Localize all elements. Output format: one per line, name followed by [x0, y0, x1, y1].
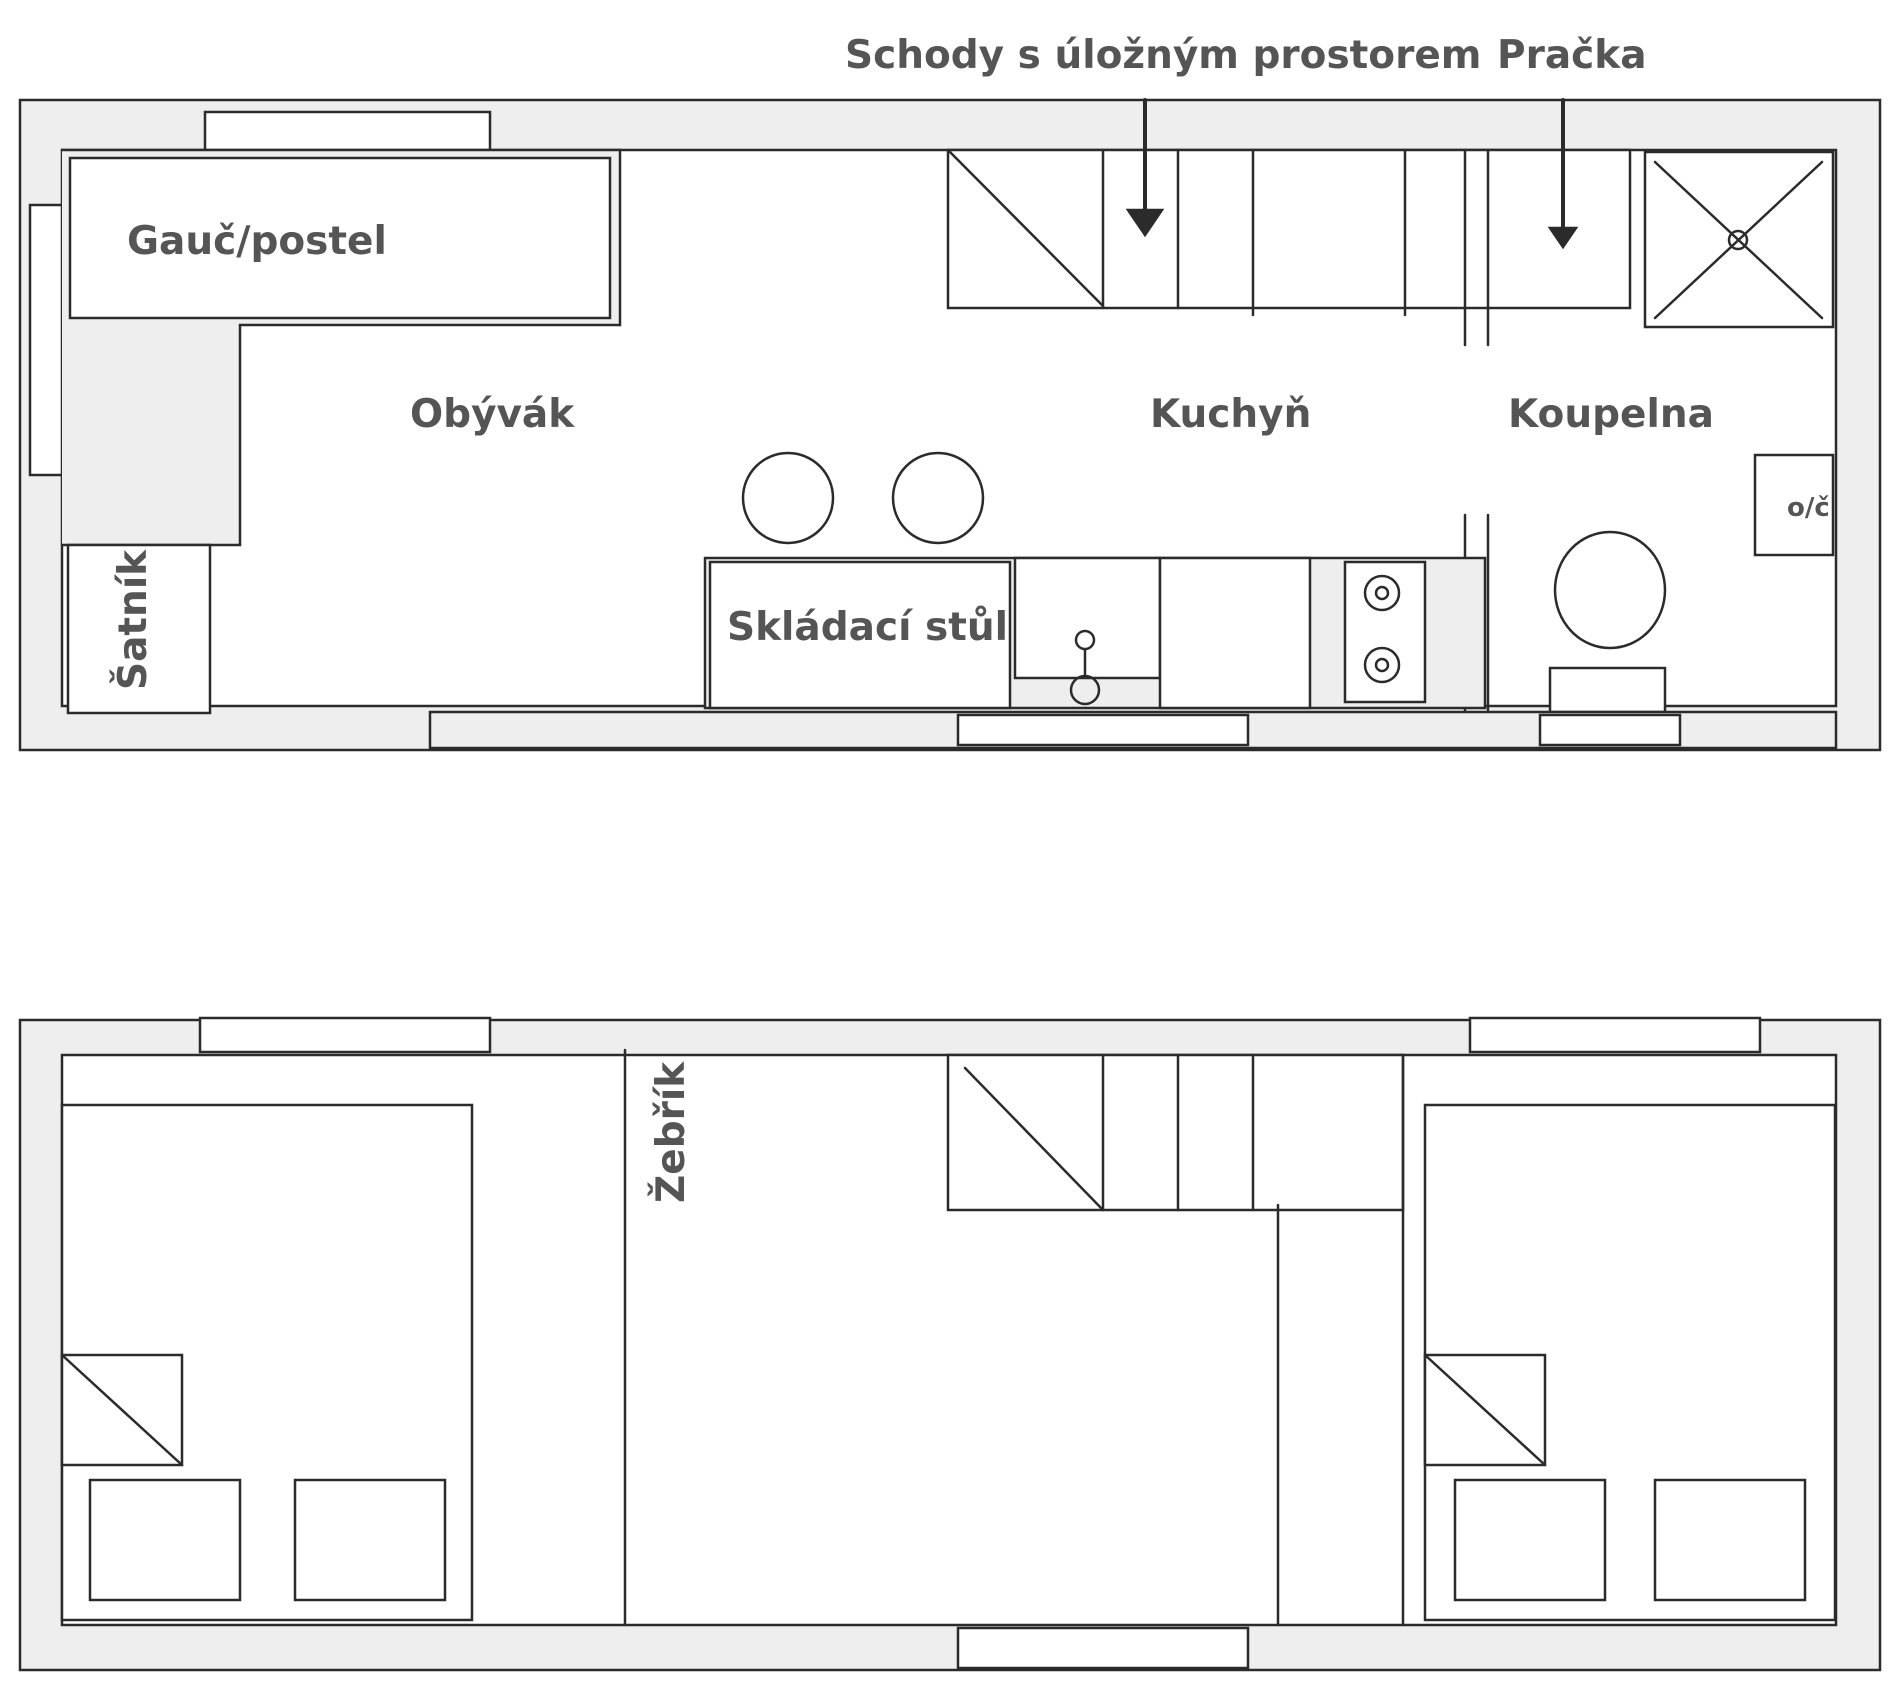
label-toilet: o/č: [1787, 493, 1830, 523]
window-bottom: [956, 713, 1250, 747]
window-bath: [1538, 713, 1682, 747]
bathroom-sink: [1753, 453, 1835, 557]
label-stairs-storage: Schody s úložným prostorem: [845, 33, 1482, 78]
burner-1: [1363, 574, 1401, 612]
ground-floor-plan: [18, 98, 1882, 752]
stool-2: [891, 451, 985, 545]
loft-window-bottom: [956, 1626, 1250, 1670]
stairs-diagonal: [946, 148, 1105, 308]
toilet: [1553, 530, 1667, 650]
loft-stairs: [946, 1053, 1405, 1212]
sink: [1013, 556, 1162, 680]
label-folding-table: Skládací stůl: [727, 605, 1008, 650]
burner-2: [1363, 646, 1401, 684]
pillow-right-1: [1453, 1478, 1607, 1602]
loft-window-right: [1468, 1016, 1762, 1054]
loft-floor-plan: [18, 1016, 1882, 1672]
stairs-storage: [946, 148, 1632, 310]
stove: [1343, 560, 1427, 704]
stool-1: [741, 451, 835, 545]
loft-window-left: [198, 1016, 492, 1054]
label-wardrobe: Šatník: [111, 549, 156, 690]
pillow-left-2: [293, 1478, 447, 1602]
label-ladder: Žebřík: [649, 1061, 694, 1203]
pillow-left-1: [88, 1478, 242, 1602]
label-bathroom: Koupelna: [1508, 392, 1714, 437]
window-top-left: [203, 110, 492, 152]
couch-bed: [68, 156, 612, 320]
folding-table: [708, 560, 1012, 710]
pillow-right-2: [1653, 1478, 1807, 1602]
label-washer: Pračka: [1497, 33, 1647, 78]
label-couch-bed: Gauč/postel: [127, 219, 387, 264]
label-living-room: Obývák: [410, 392, 575, 437]
label-kitchen: Kuchyň: [1150, 392, 1312, 437]
window-left: [28, 203, 64, 477]
wardrobe: [66, 543, 212, 715]
